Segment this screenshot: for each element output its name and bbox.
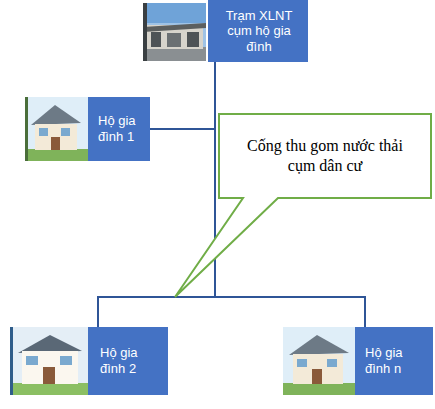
treatment-station-box: Trạm XLNT cụm hộ gia đình	[208, 0, 308, 62]
text-group: Hộ gia đình 1	[98, 113, 146, 144]
text-group: Hộ gia đình 2	[100, 345, 164, 376]
text-group: Trạm XLNT cụm hộ gia đình	[216, 8, 302, 55]
callout-outline	[218, 113, 432, 199]
sewer-pipe-line	[150, 62, 215, 129]
box-label: Trạm XLNT cụm hộ gia đình	[216, 8, 302, 55]
household-box: Hộ gia đình 1	[88, 97, 150, 161]
house-photo	[283, 327, 355, 395]
box-label: Hộ gia đình n	[365, 345, 429, 376]
box-label: Hộ gia đình 1	[98, 113, 146, 144]
station-photo	[143, 3, 206, 61]
house-photo	[25, 97, 88, 161]
house-photo	[10, 327, 88, 395]
text-group: Hộ gia đình n	[365, 345, 429, 376]
callout-bubble: Cống thu gom nước thải cụm dân cư	[218, 113, 432, 199]
callout-shape	[175, 114, 431, 297]
household-box: Hộ gia đình 2	[88, 327, 168, 395]
text-group: Cống thu gom nước thải cụm dân cư	[232, 136, 418, 176]
household-box: Hộ gia đình n	[355, 327, 433, 395]
box-label: Hộ gia đình 2	[100, 345, 164, 376]
callout-text: Cống thu gom nước thải cụm dân cư	[247, 137, 403, 174]
